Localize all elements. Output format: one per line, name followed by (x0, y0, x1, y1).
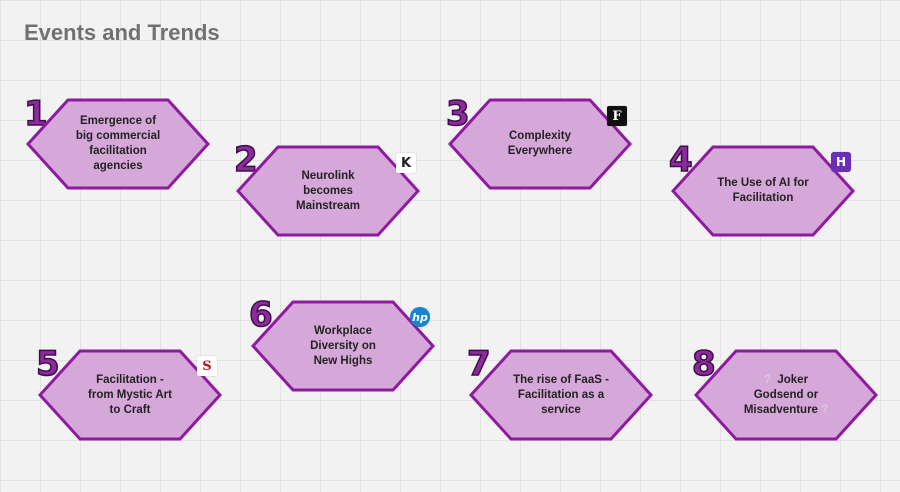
card-text: Neurolink becomes Mainstream (296, 169, 360, 212)
hexagon-card-7[interactable]: The rise of FaaS - Facilitation as a ser… (469, 349, 653, 441)
hexagon-card-1[interactable]: Emergence of big commercial facilitation… (26, 98, 210, 190)
card-text: The Use of AI for Facilitation (717, 177, 809, 204)
card-text: The rise of FaaS - Facilitation as a ser… (513, 373, 609, 416)
card-text: Emergence of big commercial facilitation… (75, 115, 161, 172)
hexagon-shape (694, 349, 878, 441)
card-text: Workplace Diversity on New Highs (310, 324, 376, 367)
hexagon-shape (236, 145, 420, 237)
hexagon-shape (671, 145, 855, 237)
hexagon-card-5[interactable]: Facilitation - from Mystic Art to Craft (38, 349, 222, 441)
hexagon-shape (469, 349, 653, 441)
board-title: Events and Trends (24, 20, 220, 45)
card-text: Complexity Everywhere (507, 130, 573, 157)
hexagon-card-6[interactable]: Workplace Diversity on New Highs (251, 300, 435, 392)
hexagon-card-8[interactable]: ? Joker Godsend or Misadventure ? (694, 349, 878, 441)
hexagon-card-4[interactable]: The Use of AI for Facilitation (671, 145, 855, 237)
hexagon-shape (251, 300, 435, 392)
card-text-line: Godsend or (753, 388, 819, 401)
question-mark-icon: ? (821, 403, 829, 416)
hexagon-card-3[interactable]: Complexity Everywhere (448, 98, 632, 190)
hexagon-shape (38, 349, 222, 441)
hexagon-shape (26, 98, 210, 190)
card-text: Facilitation - from Mystic Art to Craft (88, 373, 172, 416)
app-logo-icon: K (396, 153, 416, 173)
app-logo-icon: F (607, 106, 627, 126)
question-mark-icon: ? (763, 373, 771, 386)
card-text-line: Joker (777, 373, 809, 386)
hp-logo-icon: hp (410, 307, 430, 327)
hexagon-shape (448, 98, 632, 190)
app-logo-icon: H (831, 152, 851, 172)
card-text: ? Joker Godsend or Misadventure ? (728, 349, 844, 441)
card-text-line: Misadventure (743, 403, 818, 416)
hexagon-card-2[interactable]: Neurolink becomes Mainstream (236, 145, 420, 237)
app-logo-icon: S (197, 356, 217, 376)
